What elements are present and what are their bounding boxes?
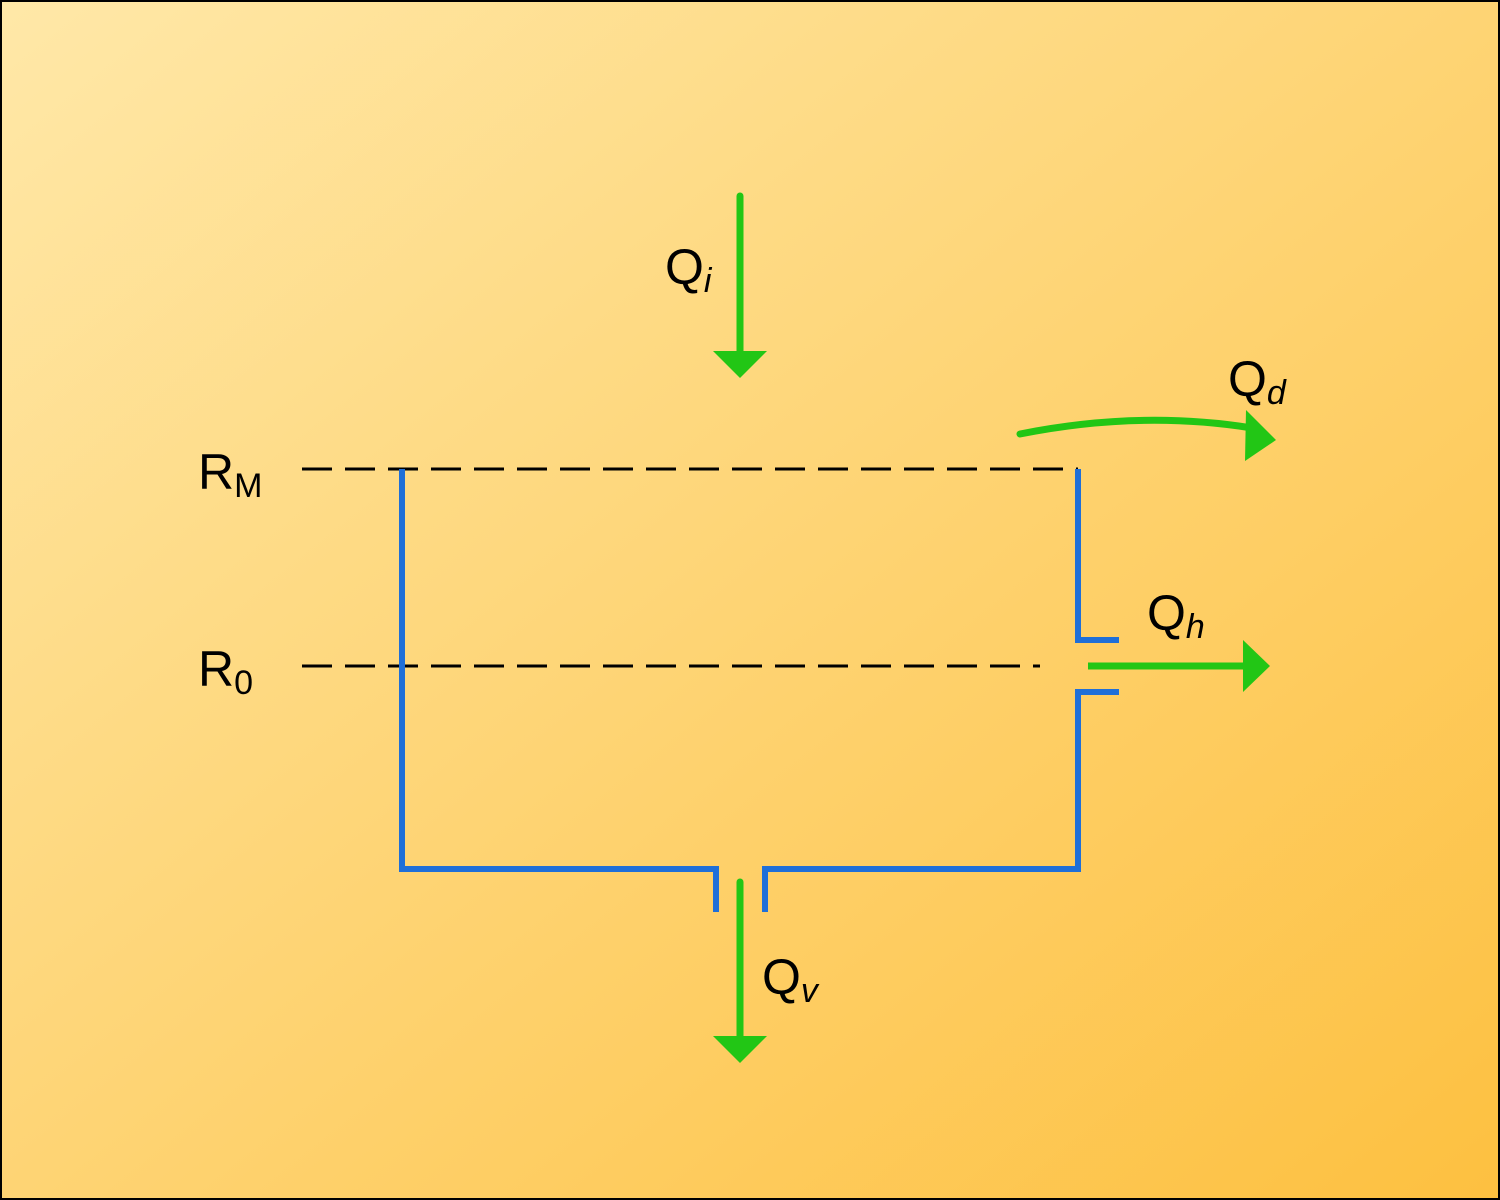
tank-left-bottom-wall xyxy=(399,469,719,912)
tank-walls xyxy=(399,469,1119,912)
bottom-outlet-arrow xyxy=(713,878,767,1063)
bottom-outlet-label: Qv xyxy=(762,949,820,1010)
tank-bottom-right-wall xyxy=(762,689,1119,912)
inflow-label: Qi xyxy=(665,239,713,300)
overflow-label: Qd xyxy=(1228,351,1287,412)
inflow-arrow xyxy=(713,192,767,378)
tank-right-upper-wall xyxy=(1075,469,1119,643)
overflow-arrow xyxy=(1016,410,1276,461)
side-outlet-arrow xyxy=(1088,640,1270,692)
level-label-max: RM xyxy=(198,444,262,505)
side-outlet-label: Qh xyxy=(1147,585,1205,646)
level-label-zero: R0 xyxy=(198,641,253,702)
